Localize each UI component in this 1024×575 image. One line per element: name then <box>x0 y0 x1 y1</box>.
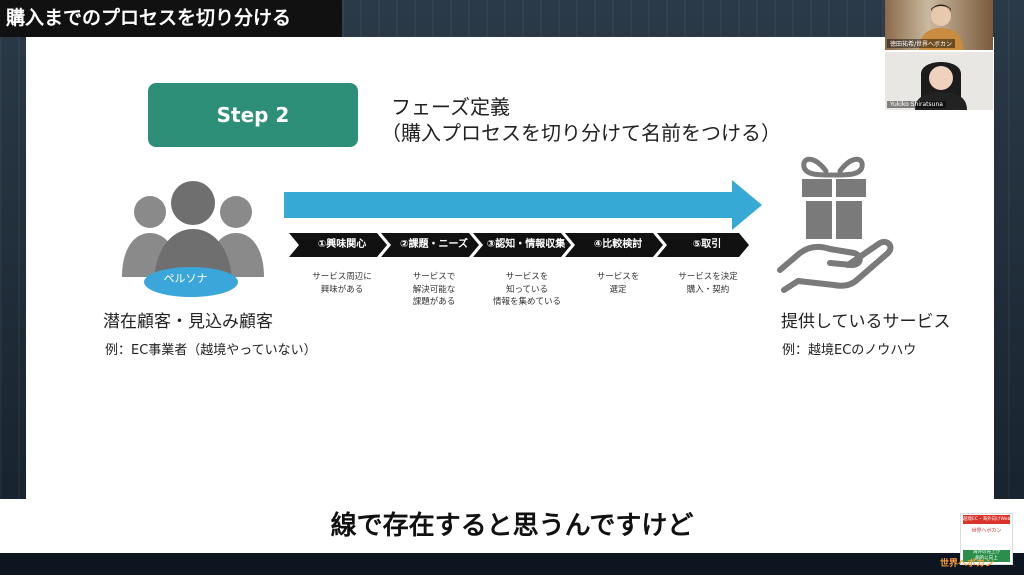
brand-name: 世界へボカン <box>940 559 995 569</box>
channel-logo: 越境EC・海外向けWeb 世界へボカン 海外の売上が 劇的に向上 <box>960 513 1013 565</box>
phase-chevron-5 <box>657 233 749 257</box>
persona-group-icon <box>122 181 264 297</box>
phase-chevrons <box>289 233 749 257</box>
video-title: 購入までのプロセスを切り分ける <box>0 0 342 37</box>
phase-chevron-2 <box>381 233 479 257</box>
phase-desc-3: サービスを 知っている 情報を集めている <box>492 272 561 307</box>
phase-chevron-1 <box>289 233 387 257</box>
participant-avatar-1 <box>919 4 963 50</box>
gift-hand-icon <box>777 156 894 293</box>
participant-name-1: 徳田祐希/世界へボカン <box>887 39 956 48</box>
persona-label: ペルソナ <box>163 272 208 285</box>
phase-desc-5: サービスを決定 購入・契約 <box>678 272 738 295</box>
phase-definition: フェーズ定義 （購入プロセスを切り分けて名前をつける） <box>381 94 781 146</box>
participant-avatar-2 <box>915 62 967 110</box>
participant-name-2: Yukiko Shiratsuna <box>887 101 946 108</box>
phase-definition-title: フェーズ定義 <box>391 95 510 119</box>
phase-label-1: ①興味関心 <box>317 239 367 250</box>
service-example: 例：越境ECのノウハウ <box>782 343 917 358</box>
phase-definition-subtitle: （購入プロセスを切り分けて名前をつける） <box>381 121 781 145</box>
subtitle-caption: 線で存在すると思うんですけど <box>0 499 1024 553</box>
step-badge: Step 2 <box>148 83 358 147</box>
service-title: 提供しているサービス <box>781 312 951 332</box>
slide: Step 2 フェーズ定義 （購入プロセスを切り分けて名前をつける） ペルソナ … <box>26 37 994 499</box>
phase-label-2: ②課題・ニーズ <box>400 239 468 250</box>
phase-label-3: ③認知・情報収集 <box>486 239 566 250</box>
phase-chevron-3 <box>473 233 571 257</box>
bottom-strip <box>0 553 1024 575</box>
logo-top-text: 越境EC・海外向けWeb <box>963 515 1011 524</box>
phase-desc-4: サービスを 選定 <box>596 272 640 295</box>
logo-bottom-text: 海外の売上が 劇的に向上 <box>963 550 1010 562</box>
participant-video-1: 徳田祐希/世界へボカン <box>885 0 993 50</box>
phase-desc-2: サービスで 解決可能な 課題がある <box>412 272 456 307</box>
phase-label-5: ⑤取引 <box>692 239 722 250</box>
logo-mid-text: 世界へボカン <box>971 528 1002 534</box>
process-arrow <box>284 180 762 230</box>
persona-title: 潜在顧客・見込み顧客 <box>103 312 273 332</box>
persona-example: 例：EC事業者（越境やっていない） <box>105 343 317 358</box>
phase-desc-1: サービス周辺に 興味がある <box>312 272 372 295</box>
participant-video-2: Yukiko Shiratsuna <box>885 52 993 110</box>
phase-chevron-4 <box>565 233 663 257</box>
phase-label-4: ④比較検討 <box>593 239 643 250</box>
